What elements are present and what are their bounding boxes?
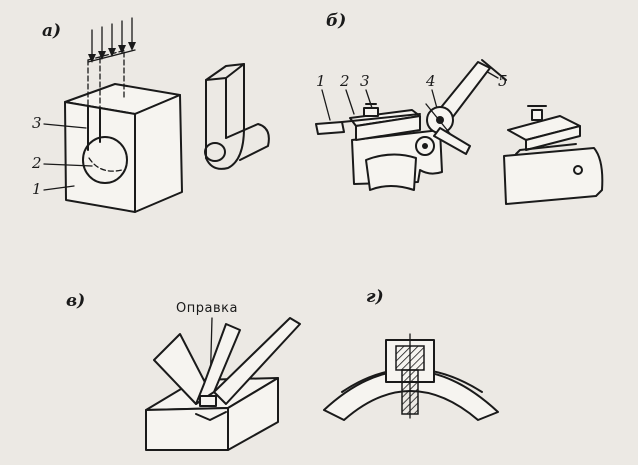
panel-b-label: б): [326, 11, 346, 31]
panel-a-label: a): [42, 21, 61, 41]
callout-b-2: 2: [339, 72, 350, 90]
panel-a: a): [31, 17, 270, 213]
v-bend-assembly: [145, 317, 301, 451]
die-block: [64, 49, 183, 213]
callout-a-3: 3: [32, 114, 42, 132]
curled-part: [204, 63, 270, 170]
panel-g: г): [323, 287, 499, 421]
callout-b-1: 1: [316, 72, 326, 90]
callout-b-3: 3: [360, 72, 370, 90]
callout-a-1: 1: [32, 180, 42, 198]
callout-b-5: 5: [498, 72, 508, 90]
callout-a-2: 2: [31, 154, 42, 172]
callout-b-4: 4: [425, 72, 436, 90]
mandrel-caption: Оправка: [176, 301, 238, 316]
bending-fixture: [315, 59, 507, 191]
panel-b: б) 1 2 3 4 5: [315, 11, 604, 205]
curved-die-section: [323, 333, 499, 421]
bent-result-fixture: [503, 105, 604, 205]
panel-g-label: г): [366, 287, 384, 307]
force-arrows: [87, 17, 136, 63]
panel-v-label: в): [66, 291, 85, 311]
panel-v: в) Оправка: [66, 291, 301, 451]
